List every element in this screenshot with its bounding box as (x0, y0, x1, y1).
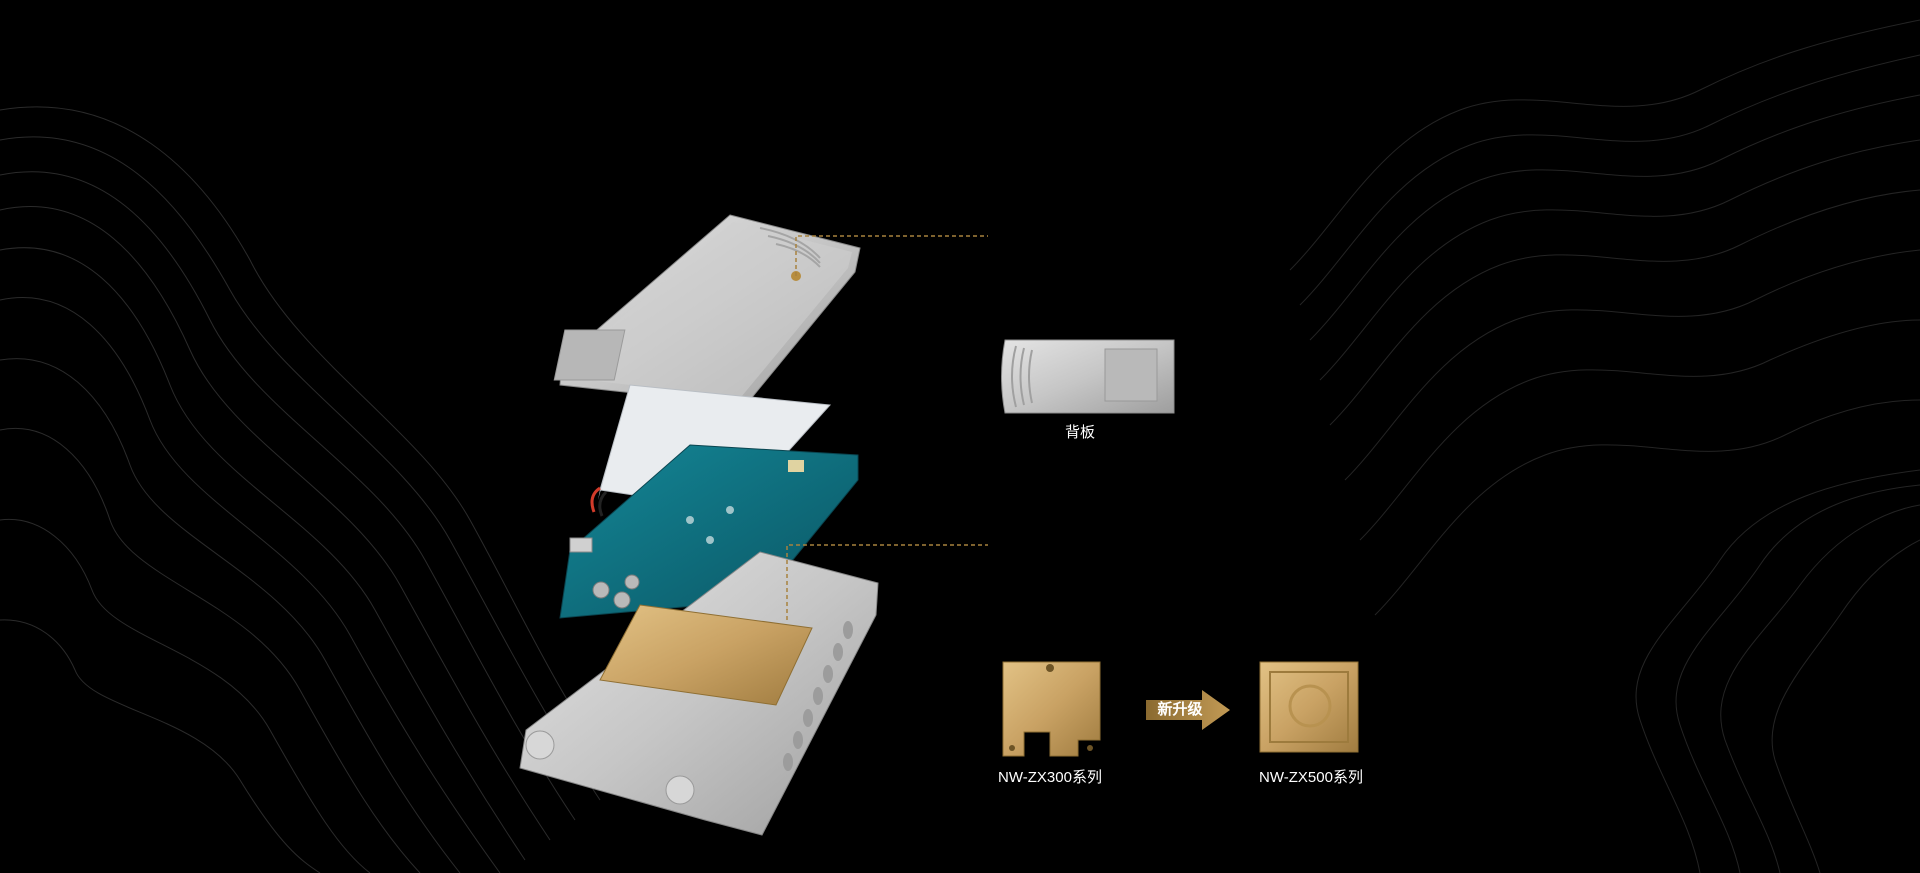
zx500-shield-thumbnail (1259, 661, 1359, 753)
back-plate-part (553, 214, 861, 413)
callout-lines (786, 235, 988, 620)
chassis-part (519, 551, 879, 836)
zx300-shield-thumbnail (1002, 661, 1101, 757)
zx500-label: NW-ZX500系列 (1259, 769, 1363, 786)
upgrade-label: 新升级 (1157, 701, 1203, 718)
back-plate-label: 背板 (1064, 424, 1095, 441)
back-plate-thumbnail (1001, 339, 1175, 414)
upgrade-arrow (1146, 690, 1230, 730)
zx300-label: NW-ZX300系列 (998, 769, 1102, 786)
